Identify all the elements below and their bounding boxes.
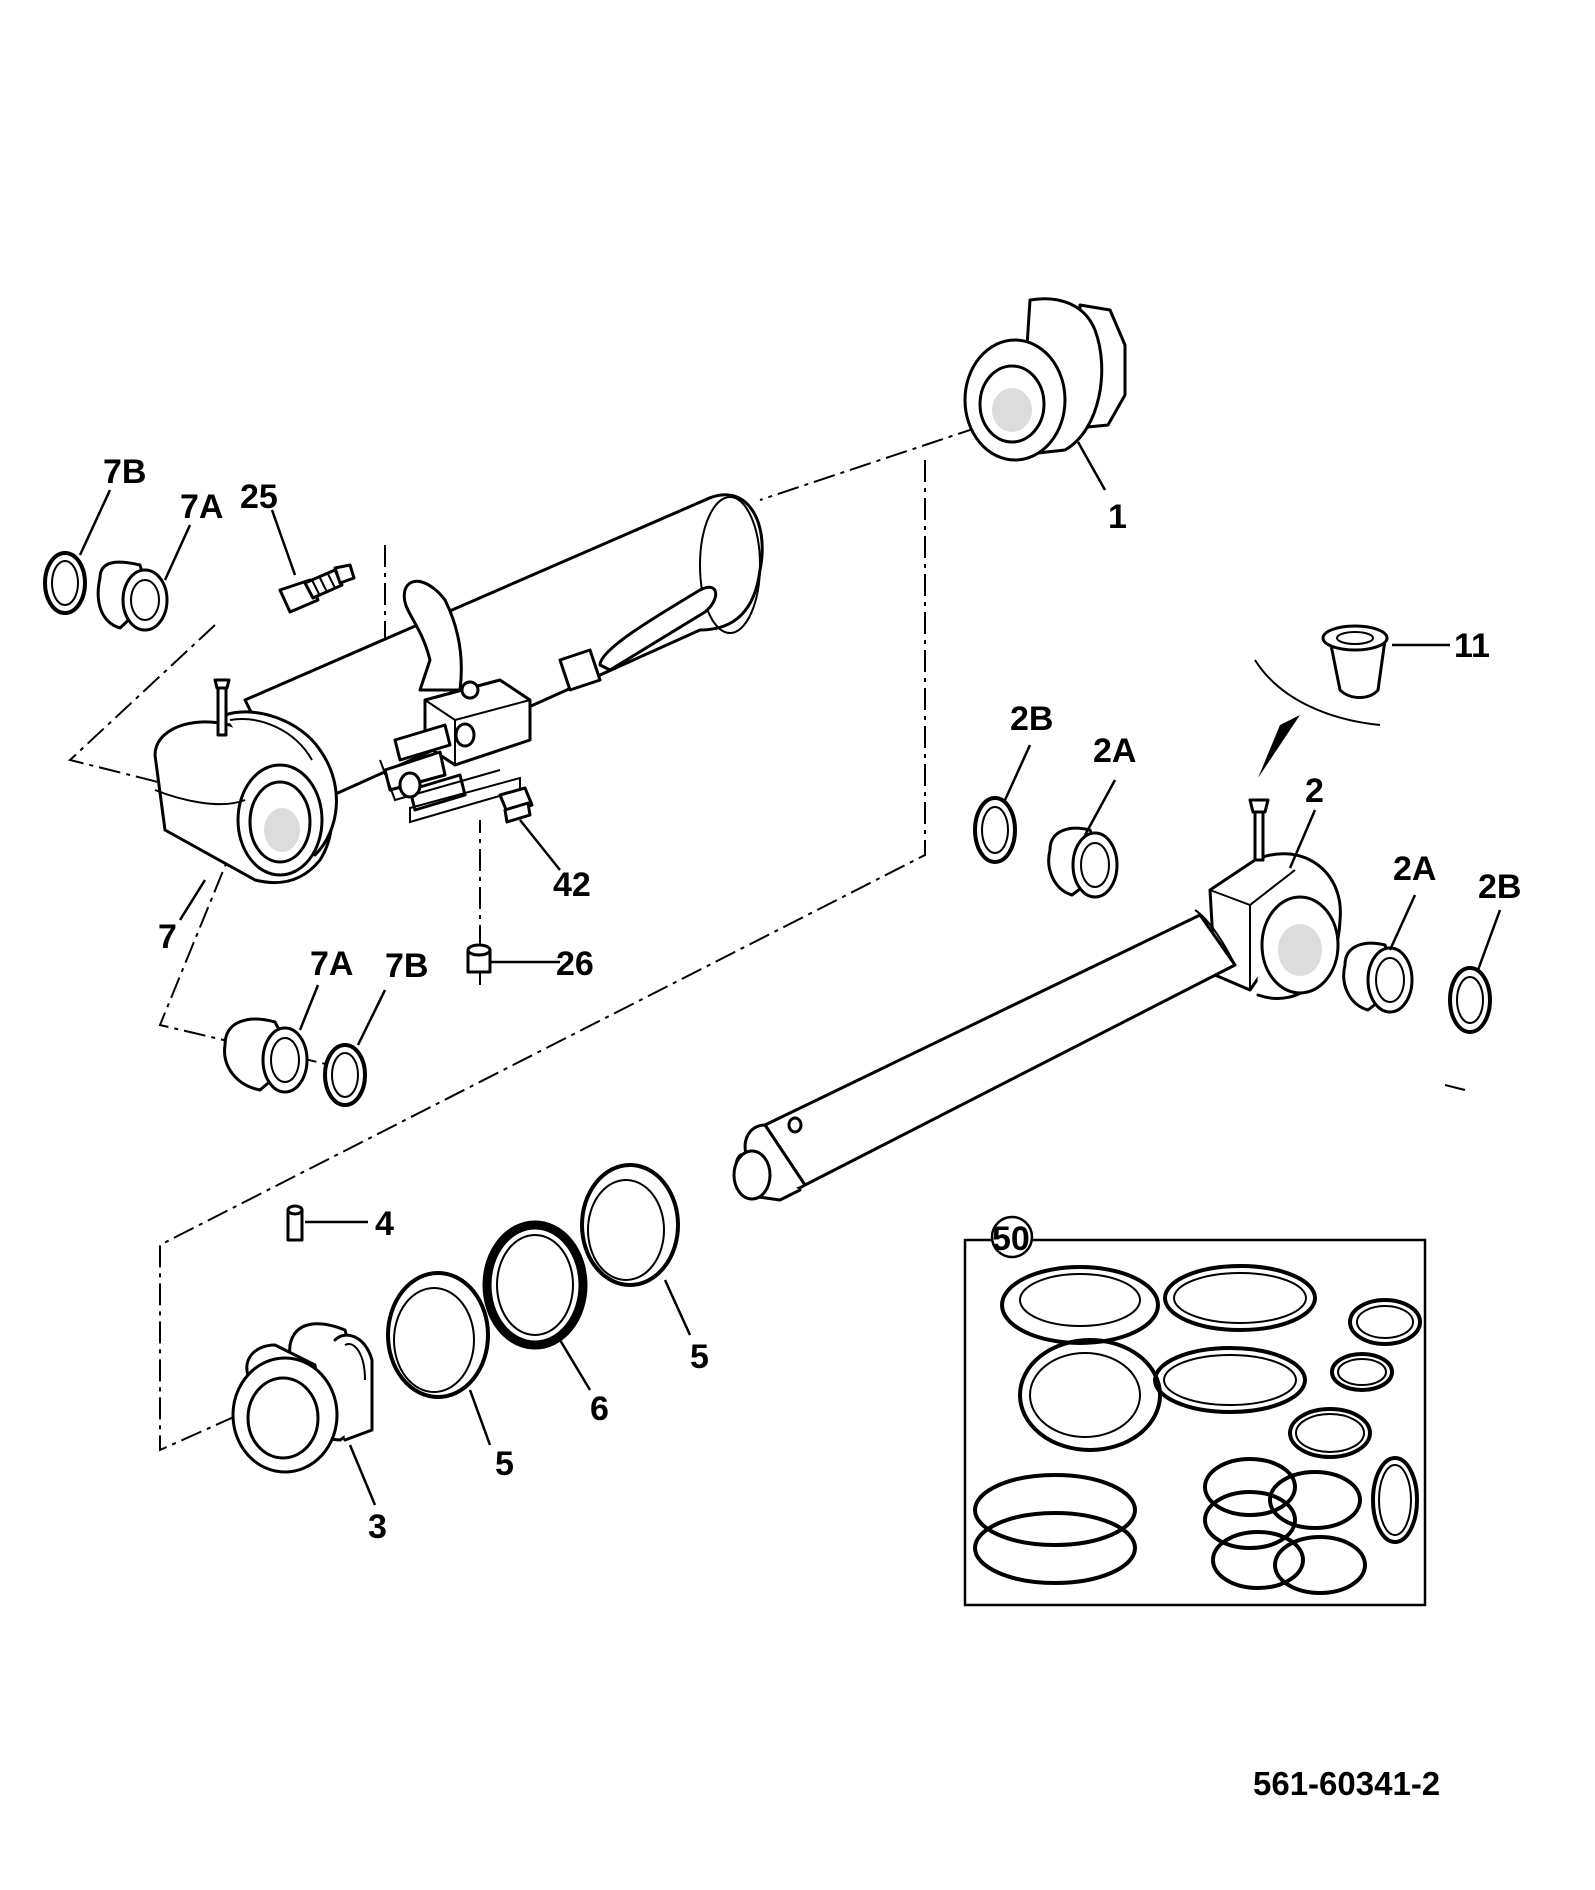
retaining-ring-7b-bottom <box>323 989 387 1107</box>
callout-6: 6 <box>590 1390 609 1428</box>
callout-50: 50 <box>992 1220 1030 1258</box>
callout-7a-top: 7A <box>180 488 223 526</box>
document-number: 561-60341-2 <box>1253 1765 1440 1802</box>
rod-eye-part-2 <box>1208 798 1342 1000</box>
callout-2b-right: 2B <box>1478 868 1521 906</box>
callout-5-right: 5 <box>690 1338 709 1376</box>
callout-11: 11 <box>1454 627 1490 665</box>
bushing-part-11 <box>1254 624 1450 778</box>
retaining-ring-2b-right <box>1448 909 1502 1034</box>
callout-7b-top: 7B <box>103 453 146 491</box>
callout-3: 3 <box>368 1508 387 1546</box>
callout-labels: 1 7B 7A 25 11 2B 2A 2 2A 2B 42 7 7A 7B 2… <box>103 453 1521 1802</box>
callout-4: 4 <box>375 1205 394 1243</box>
plug-part-42 <box>498 786 561 871</box>
callout-2a-left: 2A <box>1093 732 1136 770</box>
bushing-7a-bottom <box>223 984 320 1094</box>
cap-end-part-7 <box>153 678 338 921</box>
callout-42: 42 <box>553 866 591 904</box>
bushing-2a-left <box>1047 779 1119 899</box>
piston-part-1 <box>963 297 1127 491</box>
seal-part-5-right <box>580 1163 692 1336</box>
bushing-2a-right <box>1342 894 1417 1014</box>
callout-2a-right: 2A <box>1393 850 1436 888</box>
seal-part-6 <box>482 1220 592 1391</box>
cartridge-part-25 <box>270 509 356 614</box>
callout-7a-bottom: 7A <box>310 945 353 983</box>
seal-part-5-left <box>386 1271 492 1446</box>
fitting-part-26 <box>466 943 560 974</box>
set-screw-part-4 <box>286 1204 368 1242</box>
callout-2: 2 <box>1305 772 1324 810</box>
retaining-ring-7b-top <box>43 489 112 615</box>
callout-1: 1 <box>1108 498 1127 536</box>
callout-7b-bottom: 7B <box>385 947 428 985</box>
gland-part-3 <box>231 1322 377 1506</box>
valve-block <box>379 678 532 824</box>
callout-26: 26 <box>556 945 594 983</box>
bushing-7a-top <box>96 524 192 632</box>
callout-2b-left: 2B <box>1010 700 1053 738</box>
callout-7: 7 <box>158 918 177 956</box>
piston-rod <box>732 909 1237 1202</box>
retaining-ring-2b-left <box>973 744 1032 864</box>
seal-kit-part-50 <box>963 1215 1427 1607</box>
callout-25: 25 <box>240 478 278 516</box>
callout-5-left: 5 <box>495 1445 514 1483</box>
